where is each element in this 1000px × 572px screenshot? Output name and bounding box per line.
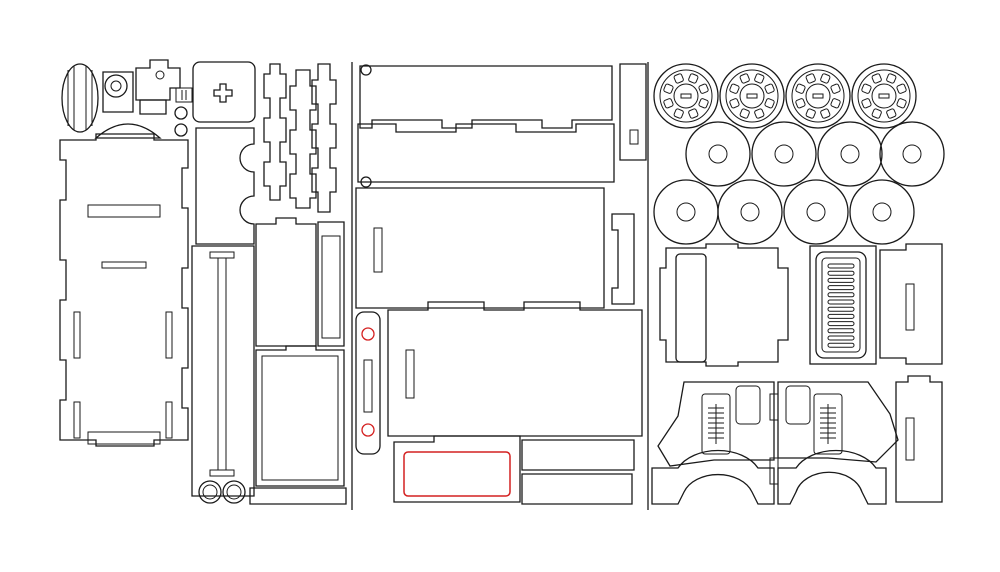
tire-icon xyxy=(849,179,915,245)
ornament-part xyxy=(61,63,99,133)
box-panel xyxy=(255,345,345,487)
center-section-parts xyxy=(355,63,647,505)
side-panel-large xyxy=(59,133,189,447)
screen-panel xyxy=(393,435,521,503)
grille-panel xyxy=(809,245,877,365)
spoked-wheels xyxy=(653,63,917,129)
engrave-circle-bottom xyxy=(361,423,375,437)
plus-icon xyxy=(213,83,233,103)
ring-wheels xyxy=(653,121,945,245)
bottom-box-1 xyxy=(521,439,635,471)
tire-icon xyxy=(685,121,751,187)
tire-icon xyxy=(817,121,883,187)
chassis-end-panel xyxy=(895,375,943,503)
button-plate xyxy=(192,61,256,123)
tire-icon xyxy=(653,179,719,245)
springs xyxy=(708,404,836,444)
bogie-frame-left xyxy=(657,381,775,467)
third-column-parts xyxy=(249,63,347,505)
middle-big-panel xyxy=(355,187,605,309)
notched-panel xyxy=(195,127,255,245)
wheel-arch-left xyxy=(651,449,775,505)
top-long-panel xyxy=(359,65,613,129)
right-chassis-parts xyxy=(651,243,943,505)
zigzag-strip-2 xyxy=(289,69,317,209)
engrave-screen xyxy=(403,451,511,497)
tire-icon xyxy=(879,121,945,187)
tab-with-holes xyxy=(355,311,381,455)
tire-icon xyxy=(751,121,817,187)
small-panel-1 xyxy=(255,217,317,347)
tall-slot-panel xyxy=(191,245,255,504)
hinge-strip xyxy=(611,213,635,305)
chassis-side-right xyxy=(879,243,943,365)
small-bracket-part xyxy=(102,59,193,137)
lower-big-panel xyxy=(387,301,643,437)
wheel-icon xyxy=(851,63,917,129)
wheel-icon xyxy=(653,63,719,129)
tire-icon xyxy=(783,179,849,245)
bottom-box-2 xyxy=(521,473,633,505)
chassis-side-left xyxy=(659,243,789,367)
grille-bars xyxy=(827,263,855,348)
left-column-parts xyxy=(59,59,193,447)
upper-long-panel xyxy=(357,123,615,183)
small-panel-2 xyxy=(317,221,345,347)
engrave-circle-top xyxy=(361,327,375,341)
section-dividers xyxy=(351,62,649,510)
zigzag-strip-1 xyxy=(263,63,287,201)
wheel-icon xyxy=(719,63,785,129)
zigzag-strip-3 xyxy=(311,63,337,213)
wheel-arch-right xyxy=(777,449,887,505)
base-strip xyxy=(249,487,347,505)
dome-part xyxy=(94,123,162,139)
bogie-frame-right xyxy=(777,381,899,463)
tire-icon xyxy=(717,179,783,245)
wheel-icon xyxy=(785,63,851,129)
latch-plate xyxy=(619,63,647,161)
second-column-parts xyxy=(191,61,256,504)
